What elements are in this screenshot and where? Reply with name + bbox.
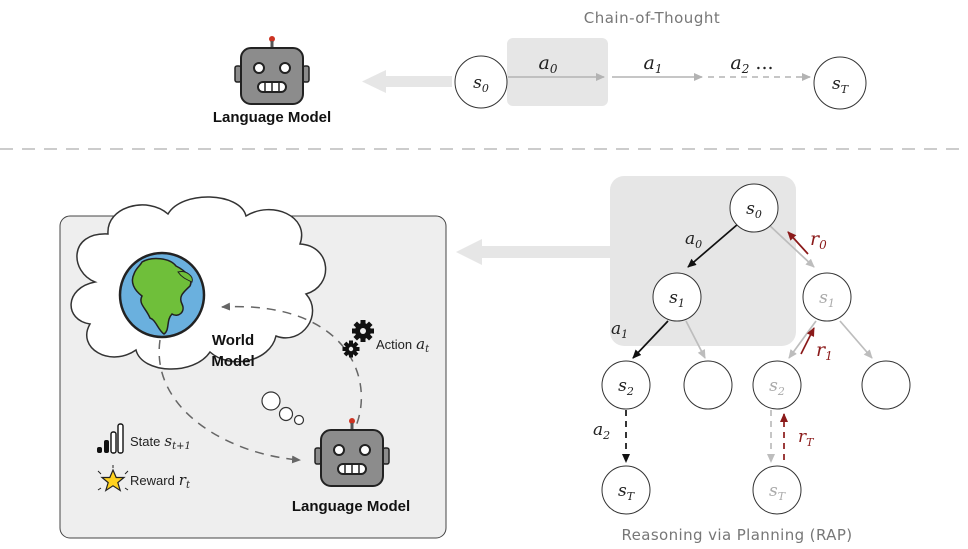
world-model-label-line1: World — [212, 332, 254, 349]
rap-edge-s0-s1right — [767, 223, 815, 268]
cot-node-sT: sT — [813, 56, 867, 110]
cot-label-a1: a1 — [644, 52, 663, 76]
rap-edge-a0 — [687, 223, 739, 268]
bottom-big-arrow — [456, 239, 610, 265]
state-arrow — [158, 339, 301, 464]
cot-highlight — [507, 38, 608, 106]
rap-node-empty-right — [861, 360, 911, 410]
cot-node-s0: s0 — [454, 55, 508, 109]
rap-node-s0: s0 — [729, 183, 779, 233]
rap-label-a0: a0 — [685, 229, 702, 251]
rap-label-a1: a1 — [611, 319, 628, 341]
rap-edge-s1left-empty — [685, 320, 706, 359]
cot-title: Chain-of-Thought — [584, 9, 720, 27]
action-arrow — [221, 302, 363, 439]
world-model-label-line2: Model — [211, 353, 254, 370]
rap-node-empty-mid — [683, 360, 733, 410]
rap-label-rT: rT — [798, 427, 815, 449]
reward-arrow-r1 — [800, 327, 815, 355]
svg-text:sT: sT — [618, 481, 636, 503]
top-lm-label: Language Model — [213, 109, 331, 126]
robot-icon — [314, 418, 390, 487]
rap-node-s1-right: s1 — [802, 272, 852, 322]
svg-text:sT: sT — [832, 74, 850, 96]
rap-edge-s1right-empty — [839, 320, 873, 359]
rap-label-r1: r1 — [816, 339, 833, 363]
svg-text:s1: s1 — [669, 288, 685, 310]
gears-icon — [342, 320, 374, 358]
cot-label-a2: a2 ... — [730, 52, 773, 76]
rap-label-r0: r0 — [810, 228, 827, 252]
reward-arrow-r0 — [787, 231, 809, 255]
rap-label-a2: a2 — [593, 420, 610, 442]
rap-node-sT-left: sT — [601, 465, 651, 515]
rap-node-sT-right: sT — [752, 465, 802, 515]
svg-text:sT: sT — [769, 481, 787, 503]
thought-bubble-large — [261, 391, 281, 411]
svg-text:s0: s0 — [746, 199, 762, 221]
svg-text:s2: s2 — [769, 376, 785, 398]
thought-bubble-small — [293, 414, 305, 426]
svg-text:s0: s0 — [473, 73, 489, 95]
svg-text:s1: s1 — [819, 288, 835, 310]
globe-icon — [118, 251, 206, 339]
thought-bubble-medium — [278, 406, 294, 422]
rap-title: Reasoning via Planning (RAP) — [621, 526, 852, 544]
star-icon — [97, 465, 129, 492]
bottom-lm-label: Language Model — [292, 498, 410, 515]
signal-bars-icon — [97, 423, 124, 454]
rap-edge-a1 — [632, 320, 669, 359]
rap-node-s2-left: s2 — [601, 360, 651, 410]
svg-text:s2: s2 — [618, 376, 634, 398]
cot-label-a0: a0 — [539, 52, 558, 76]
rap-node-s2-right: s2 — [752, 360, 802, 410]
robot-icon — [234, 36, 310, 105]
top-big-arrow — [362, 70, 452, 93]
rap-node-s1-left: s1 — [652, 272, 702, 322]
